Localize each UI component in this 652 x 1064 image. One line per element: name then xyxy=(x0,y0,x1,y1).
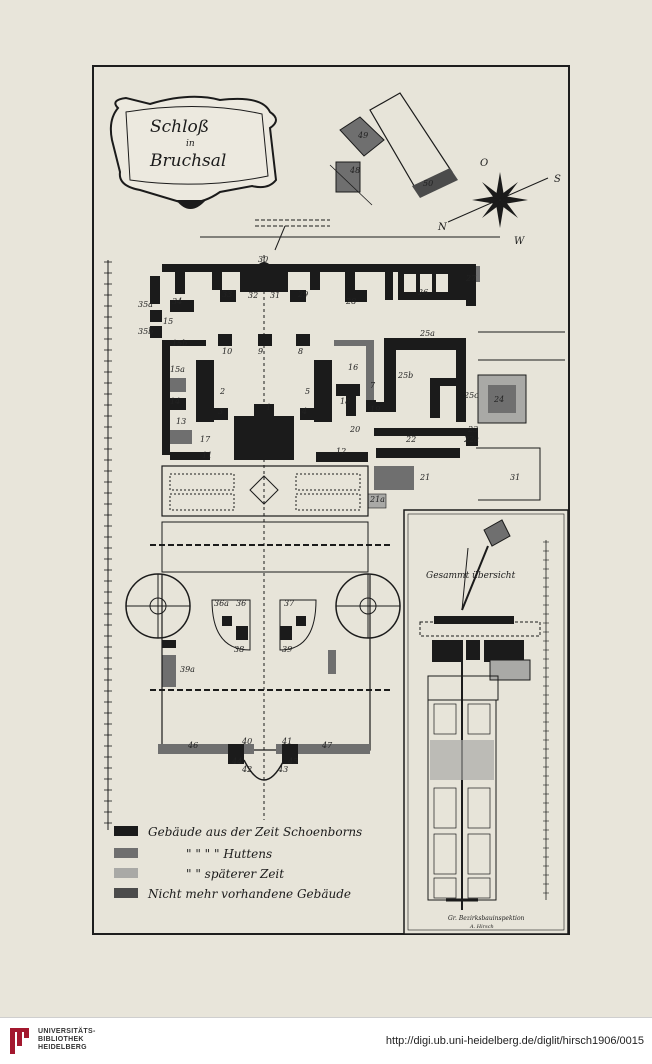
building-number-label: 14 xyxy=(170,397,180,406)
cartouche-in: in xyxy=(186,139,195,149)
compass-west: W xyxy=(514,236,525,247)
roads xyxy=(150,219,565,820)
building-number-label: 39a xyxy=(180,665,195,674)
legend-swatch-demolished xyxy=(114,888,138,898)
library-footer-bar: UNIVERSITÄTS- BIBLIOTHEK HEIDELBERG http… xyxy=(0,1017,652,1064)
building-number-label: 39 xyxy=(282,645,292,654)
institution-line-2: BIBLIOTHEK xyxy=(38,1036,84,1043)
building-number-label: 34 xyxy=(172,297,182,306)
building-number-label: 27 xyxy=(465,274,477,283)
building-number-label: 3 xyxy=(218,407,223,416)
building-number-label: 25c xyxy=(463,391,479,400)
building-number-label: 36 xyxy=(236,599,246,608)
building-number-label: 40 xyxy=(241,737,252,746)
building-number-label: 30 xyxy=(258,255,268,264)
legend-swatch-schoenborn xyxy=(114,826,138,836)
building-number-label: 7 xyxy=(370,381,376,390)
building-number-label: 25a xyxy=(419,329,435,338)
building-number-label: 48 xyxy=(349,166,360,175)
compass-north: N xyxy=(437,222,448,233)
inset-overview-map: Gesammt übersicht xyxy=(403,509,569,935)
building-number-label: 31 xyxy=(510,473,520,482)
building-number-label: 10 xyxy=(222,347,232,356)
library-logo-icon xyxy=(10,1028,29,1054)
building-number-label: 2 xyxy=(219,387,225,396)
scale-bar xyxy=(104,260,112,830)
compass-east: O xyxy=(480,158,488,169)
building-number-label: 50 xyxy=(423,179,433,188)
building-number-label: 25b xyxy=(397,371,413,380)
building-number-label: 22 xyxy=(405,435,416,444)
legend-text-later: " " späterer Zeit xyxy=(186,867,284,881)
building-number-label: 33 xyxy=(222,290,232,299)
building-number-label: 45 xyxy=(287,757,298,766)
building-number-label: 20 xyxy=(349,425,360,434)
cartouche-place: Bruchsal xyxy=(149,151,226,171)
institution-line-1: UNIVERSITÄTS- xyxy=(38,1028,96,1035)
building-number-label: 46 xyxy=(187,741,198,750)
building-number-label: 4 xyxy=(301,407,307,416)
building-number-label: 15 xyxy=(163,317,173,326)
north-outbuildings xyxy=(329,92,458,206)
building-number-label: 38 xyxy=(234,645,244,654)
legend-text-schoenborn: Gebäude aus der Zeit Schoenborns xyxy=(148,825,362,839)
building-number-label: 41 xyxy=(281,737,292,746)
legend-text-demolished: Nicht mehr vorhandene Gebäude xyxy=(147,887,351,901)
building-number-label: 21 xyxy=(419,473,430,482)
legend-swatch-later xyxy=(114,868,138,878)
building-number-label: 17 xyxy=(200,435,211,444)
building-number-label: 1 xyxy=(266,403,271,412)
building-number-label: 12 xyxy=(336,447,346,456)
building-number-label: 47 xyxy=(321,741,333,750)
building-number-label: 42 xyxy=(241,765,252,774)
inset-credit-line2: A. Hirsch xyxy=(469,924,494,930)
building-number-label: 23 xyxy=(467,425,478,434)
building-number-label: 15b xyxy=(172,339,187,348)
building-number-label: 26 xyxy=(417,288,428,297)
building-number-label: 21a xyxy=(369,495,385,504)
building-number-label: 44 xyxy=(231,757,242,766)
building-number-label: 15a xyxy=(170,365,185,374)
title-cartouche: Schloß in Bruchsal xyxy=(109,95,278,209)
institution-line-3: HEIDELBERG xyxy=(38,1044,87,1051)
legend-text-hutten: " " " " Huttens xyxy=(186,847,272,861)
building-number-label: 19 xyxy=(370,405,380,414)
inset-credit-line1: Gr. Bezirksbauinspektion xyxy=(448,915,525,922)
building-number-label: 32 xyxy=(248,291,258,300)
building-number-label: 24 xyxy=(493,395,504,404)
building-number-label: 22a xyxy=(463,435,479,444)
building-number-label: 49 xyxy=(357,131,368,140)
cartouche-title: Schloß xyxy=(150,117,209,137)
building-number-label: 35a xyxy=(138,300,153,309)
compass-rose: N S O W xyxy=(437,158,561,247)
permalink-url[interactable]: http://digi.ub.uni-heidelberg.de/diglit/… xyxy=(385,1035,644,1047)
building-number-label: 13 xyxy=(176,417,186,426)
building-number-label: 11 xyxy=(202,451,212,460)
building-number-label: 31 xyxy=(270,291,280,300)
palace-buildings xyxy=(125,262,541,781)
building-number-label: 37 xyxy=(284,599,295,608)
building-number-label: 36a xyxy=(214,599,229,608)
palace-site-plan: Schloß in Bruchsal N S O W xyxy=(104,92,569,935)
building-number-label: 5 xyxy=(305,387,310,396)
building-number-label: 18 xyxy=(340,397,350,406)
legend: Gebäude aus der Zeit Schoenborns " " " "… xyxy=(114,825,362,901)
building-number-label: 35b xyxy=(138,327,153,336)
scanned-page: Schloß in Bruchsal N S O W xyxy=(92,65,570,935)
legend-swatch-hutten xyxy=(114,848,138,858)
inset-title: Gesammt übersicht xyxy=(426,571,516,581)
compass-south: S xyxy=(554,174,561,185)
building-number-label: 9 xyxy=(258,347,263,356)
building-number-label: 29 xyxy=(297,290,308,299)
building-number-label: 16 xyxy=(348,363,358,372)
building-number-label: 8 xyxy=(298,347,303,356)
building-number-label: 43 xyxy=(277,765,288,774)
building-number-label: 28 xyxy=(345,297,356,306)
